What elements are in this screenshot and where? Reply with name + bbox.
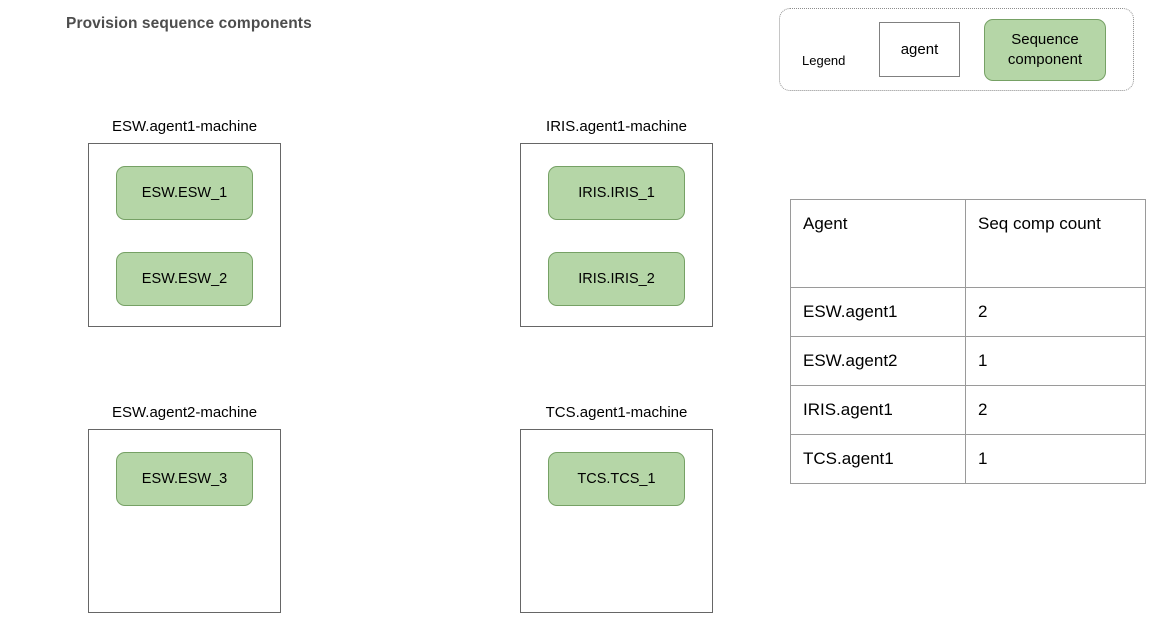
legend-swatch-sequence-component-label: Sequence component bbox=[1007, 30, 1083, 68]
machine-label: ESW.agent1-machine bbox=[111, 118, 258, 135]
table-cell-count: 2 bbox=[965, 287, 1146, 337]
machine-box: IRIS.IRIS_1 IRIS.IRIS_2 bbox=[520, 143, 713, 327]
sequence-component[interactable]: IRIS.IRIS_2 bbox=[548, 252, 685, 306]
sequence-component[interactable]: IRIS.IRIS_1 bbox=[548, 166, 685, 220]
sequence-component[interactable]: ESW.ESW_2 bbox=[116, 252, 253, 306]
table-row: ESW.agent1 2 bbox=[790, 287, 1146, 337]
agent-seq-comp-count-table: Agent Seq comp count ESW.agent1 2 ESW.ag… bbox=[790, 199, 1146, 484]
sequence-component[interactable]: ESW.ESW_1 bbox=[116, 166, 253, 220]
table-row: IRIS.agent1 2 bbox=[790, 385, 1146, 435]
table-cell-agent: ESW.agent1 bbox=[790, 287, 966, 337]
legend-panel: Legend agent Sequence component bbox=[779, 8, 1134, 91]
machine-box: ESW.ESW_3 bbox=[88, 429, 281, 613]
table-cell-count: 1 bbox=[965, 336, 1146, 386]
table-cell-agent: IRIS.agent1 bbox=[790, 385, 966, 435]
table-cell-agent: TCS.agent1 bbox=[790, 434, 966, 484]
table-cell-agent: ESW.agent2 bbox=[790, 336, 966, 386]
legend-swatch-agent: agent bbox=[879, 22, 960, 77]
table-cell-count: 2 bbox=[965, 385, 1146, 435]
legend-label: Legend bbox=[802, 53, 846, 68]
machine-box: ESW.ESW_1 ESW.ESW_2 bbox=[88, 143, 281, 327]
legend-swatch-agent-label: agent bbox=[900, 41, 939, 58]
table-header-seq-comp-count: Seq comp count bbox=[965, 199, 1146, 288]
legend-swatch-sequence-component: Sequence component bbox=[984, 19, 1106, 81]
machine-label: TCS.agent1-machine bbox=[545, 404, 688, 421]
sequence-component[interactable]: ESW.ESW_3 bbox=[116, 452, 253, 506]
table-row: ESW.agent2 1 bbox=[790, 336, 1146, 386]
page-title: Provision sequence components bbox=[66, 15, 312, 32]
table-header-row: Agent Seq comp count bbox=[790, 199, 1146, 288]
machine-label: ESW.agent2-machine bbox=[111, 404, 258, 421]
table-header-agent: Agent bbox=[790, 199, 966, 288]
table-cell-count: 1 bbox=[965, 434, 1146, 484]
machine-box: TCS.TCS_1 bbox=[520, 429, 713, 613]
sequence-component[interactable]: TCS.TCS_1 bbox=[548, 452, 685, 506]
table-row: TCS.agent1 1 bbox=[790, 434, 1146, 484]
machine-label: IRIS.agent1-machine bbox=[546, 118, 687, 135]
